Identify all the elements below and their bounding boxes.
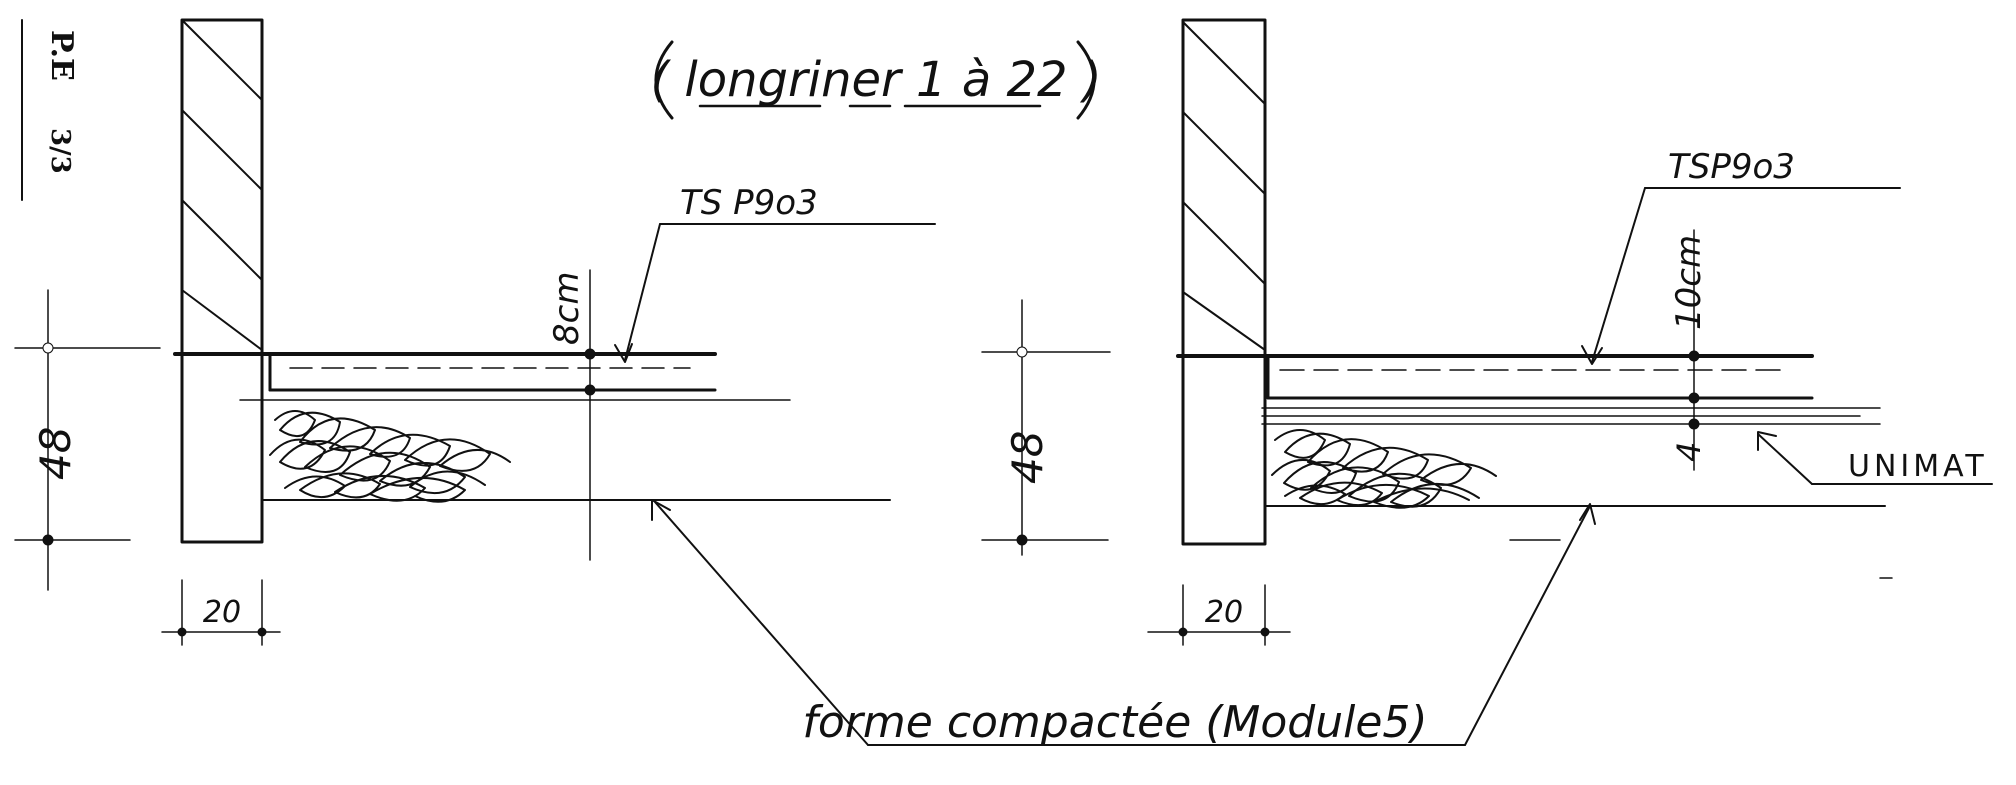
sheet-reference: P.E 3/3	[21, 19, 79, 201]
right-wall-hatch	[1182, 21, 1266, 105]
left-dim-node	[584, 384, 596, 396]
unimat-label: UNIMAT	[1848, 449, 1988, 484]
left-fill-leader	[654, 501, 869, 746]
left-wall	[180, 18, 264, 544]
right-height-node	[1016, 346, 1028, 358]
right-fill-arrow	[1579, 503, 1596, 525]
right-mesh-label: TSP9o3	[1668, 147, 1795, 187]
left-fill-scribble	[284, 472, 466, 503]
right-height-node	[1016, 534, 1028, 546]
drawing-title: ( longriner 1 à 22 )	[650, 52, 1101, 108]
unimat-arrow	[1757, 431, 1777, 451]
right-fill-scribble	[1274, 429, 1497, 486]
right-wall	[1181, 18, 1267, 546]
right-detail: 10cm 4 TSP9o3 UNIMAT 48 20	[981, 18, 1993, 746]
right-wall-dim-node	[1260, 627, 1270, 637]
left-fill-scribble	[274, 410, 511, 472]
left-detail: 8cm TS P9o3 48 20	[14, 18, 936, 746]
left-fill-arrow	[651, 499, 671, 521]
title-paren-right	[1076, 40, 1096, 120]
right-fill-scribble	[1271, 458, 1480, 508]
left-dim-node	[584, 348, 596, 360]
left-fill-scribble	[269, 438, 486, 494]
right-wall-hatch	[1182, 291, 1266, 351]
title-group: ( longriner 1 à 22 )	[650, 40, 1102, 120]
right-fill-scribble	[1284, 481, 1470, 509]
right-layer-dim: 4	[1670, 442, 1708, 462]
right-top-thickness: 10cm	[1669, 235, 1709, 330]
sheet-ref-sub: 3/3	[45, 128, 75, 174]
left-height-dim: 48	[31, 427, 80, 480]
right-mesh-leader	[1591, 187, 1646, 363]
unimat-leader	[1757, 433, 1813, 485]
title-paren-left	[654, 40, 674, 120]
right-wall-dim: 20	[1205, 595, 1243, 630]
left-wall-dim: 20	[203, 595, 241, 630]
right-dim-node	[1688, 418, 1700, 430]
right-wall-hatch	[1182, 111, 1266, 195]
left-wall-dim-node	[257, 627, 267, 637]
left-mesh-label: TS P9o3	[680, 183, 818, 223]
right-mesh-arrow	[1581, 345, 1603, 365]
left-wall-hatch	[181, 19, 263, 101]
sheet-ref-main: P.E	[44, 30, 79, 81]
right-wall-hatch	[1182, 201, 1266, 285]
right-fill-leader	[1464, 505, 1591, 746]
left-mesh-leader	[624, 223, 661, 361]
left-height-node	[42, 342, 54, 354]
right-dim-node	[1688, 392, 1700, 404]
left-wall-hatch	[181, 199, 263, 281]
right-dim-node	[1688, 350, 1700, 362]
left-wall-hatch	[181, 289, 263, 351]
left-wall-hatch	[181, 109, 263, 191]
right-wall-dim-node	[1178, 627, 1188, 637]
left-height-node	[42, 534, 54, 546]
shared-callout: forme compactée (Module5)	[802, 697, 1466, 748]
right-height-dim: 48	[1003, 431, 1052, 484]
left-wall-dim-node	[177, 627, 187, 637]
shared-fill-label: forme compactée (Module5)	[802, 697, 1427, 748]
left-mesh-arrow	[614, 343, 633, 363]
left-top-thickness: 8cm	[547, 272, 587, 345]
